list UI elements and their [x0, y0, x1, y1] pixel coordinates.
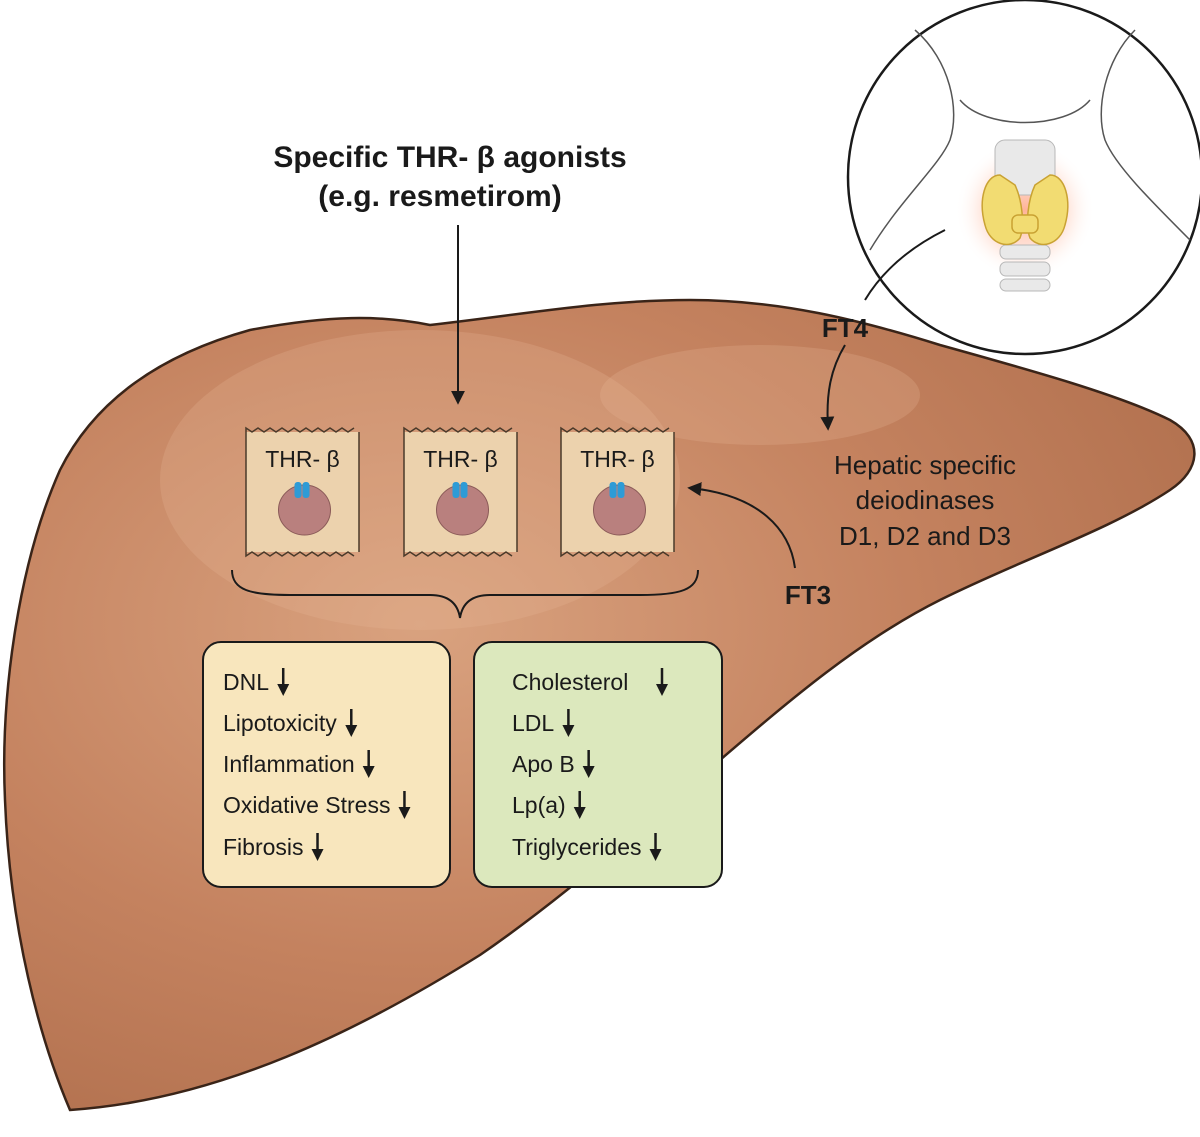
hepatocyte-cells: THR- β THR- β THR- β — [245, 426, 675, 558]
effects_right-item: Triglycerides — [512, 834, 642, 860]
agonist-title-line1: Specific THR- β agonists — [273, 141, 626, 174]
receptor-icon — [460, 482, 468, 498]
cell-membrane-top — [403, 426, 513, 433]
effects_left-item: Oxidative Stress — [223, 792, 390, 818]
deiodinases-line1: Hepatic specific — [834, 450, 1016, 480]
neck-outline-left — [869, 29, 955, 251]
hepatic-effects-box — [202, 641, 451, 888]
hepatocyte-cell: THR- β — [403, 426, 518, 558]
neck-outline-right — [1100, 29, 1191, 241]
ft4-label: FT4 — [822, 313, 869, 343]
cell-membrane-bottom — [403, 551, 513, 558]
effects_left-item: Inflammation — [223, 751, 355, 777]
effects_right-item: LDL — [512, 710, 554, 736]
ft3-arrow — [687, 482, 796, 569]
thr-beta-label: THR- β — [265, 446, 340, 472]
effects-brace — [231, 569, 699, 619]
ft3-label: FT3 — [785, 580, 831, 610]
receptor-icon — [617, 482, 625, 498]
thr-beta-label: THR- β — [423, 446, 498, 472]
ft4-arrow-lower — [820, 344, 846, 431]
effects_left-item: Lipotoxicity — [223, 710, 337, 736]
cell-membrane-top — [560, 426, 670, 433]
lipid-effects-box — [473, 641, 723, 888]
hepatocyte-cell: THR- β — [245, 426, 360, 558]
deiodinases-line3: D1, D2 and D3 — [839, 521, 1011, 551]
cell-membrane-top — [245, 426, 355, 433]
effects_left-item: DNL — [223, 669, 269, 695]
jaw-outline — [959, 99, 1091, 124]
cell-membrane-bottom — [245, 551, 355, 558]
deiodinases-line2: deiodinases — [856, 485, 995, 515]
receptor-icon — [294, 482, 302, 498]
agonist-title-line2: (e.g. resmetirom) — [318, 180, 561, 213]
cell-membrane-bottom — [560, 551, 670, 558]
receptor-icon — [302, 482, 310, 498]
receptor-icon — [452, 482, 460, 498]
effects_right-item: Cholesterol — [512, 669, 628, 695]
thyroid-gland-icon — [981, 174, 1069, 246]
receptor-icon — [609, 482, 617, 498]
ft4-arrow-upper — [864, 229, 946, 301]
effects_right-item: Lp(a) — [512, 792, 566, 818]
liver-highlight-right — [600, 345, 920, 445]
thyroid-glow — [955, 140, 1095, 280]
thyroid-inset — [846, 0, 1200, 356]
effects_left-item: Fibrosis — [223, 834, 304, 860]
thr-beta-label: THR- β — [580, 446, 655, 472]
hepatocyte-cell: THR- β — [560, 426, 675, 558]
effects_right-item: Apo B — [512, 751, 575, 777]
